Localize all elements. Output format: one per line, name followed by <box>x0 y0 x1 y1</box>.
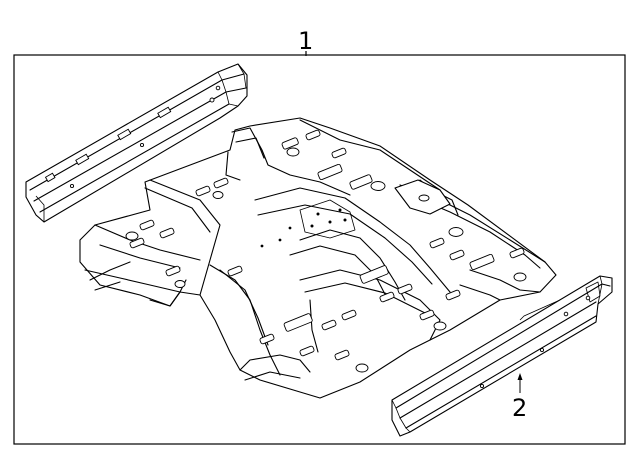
diagram-frame <box>13 54 626 445</box>
side-sill-reinforcement-left[interactable] <box>25 63 248 223</box>
callout-leader-2 <box>517 373 523 393</box>
side-sill-reinforcement-right[interactable] <box>391 275 613 437</box>
callout-label-2[interactable]: 2 <box>512 394 527 422</box>
floor-pan-assembly[interactable] <box>79 117 557 399</box>
callout-label-1[interactable]: 1 <box>298 27 313 55</box>
